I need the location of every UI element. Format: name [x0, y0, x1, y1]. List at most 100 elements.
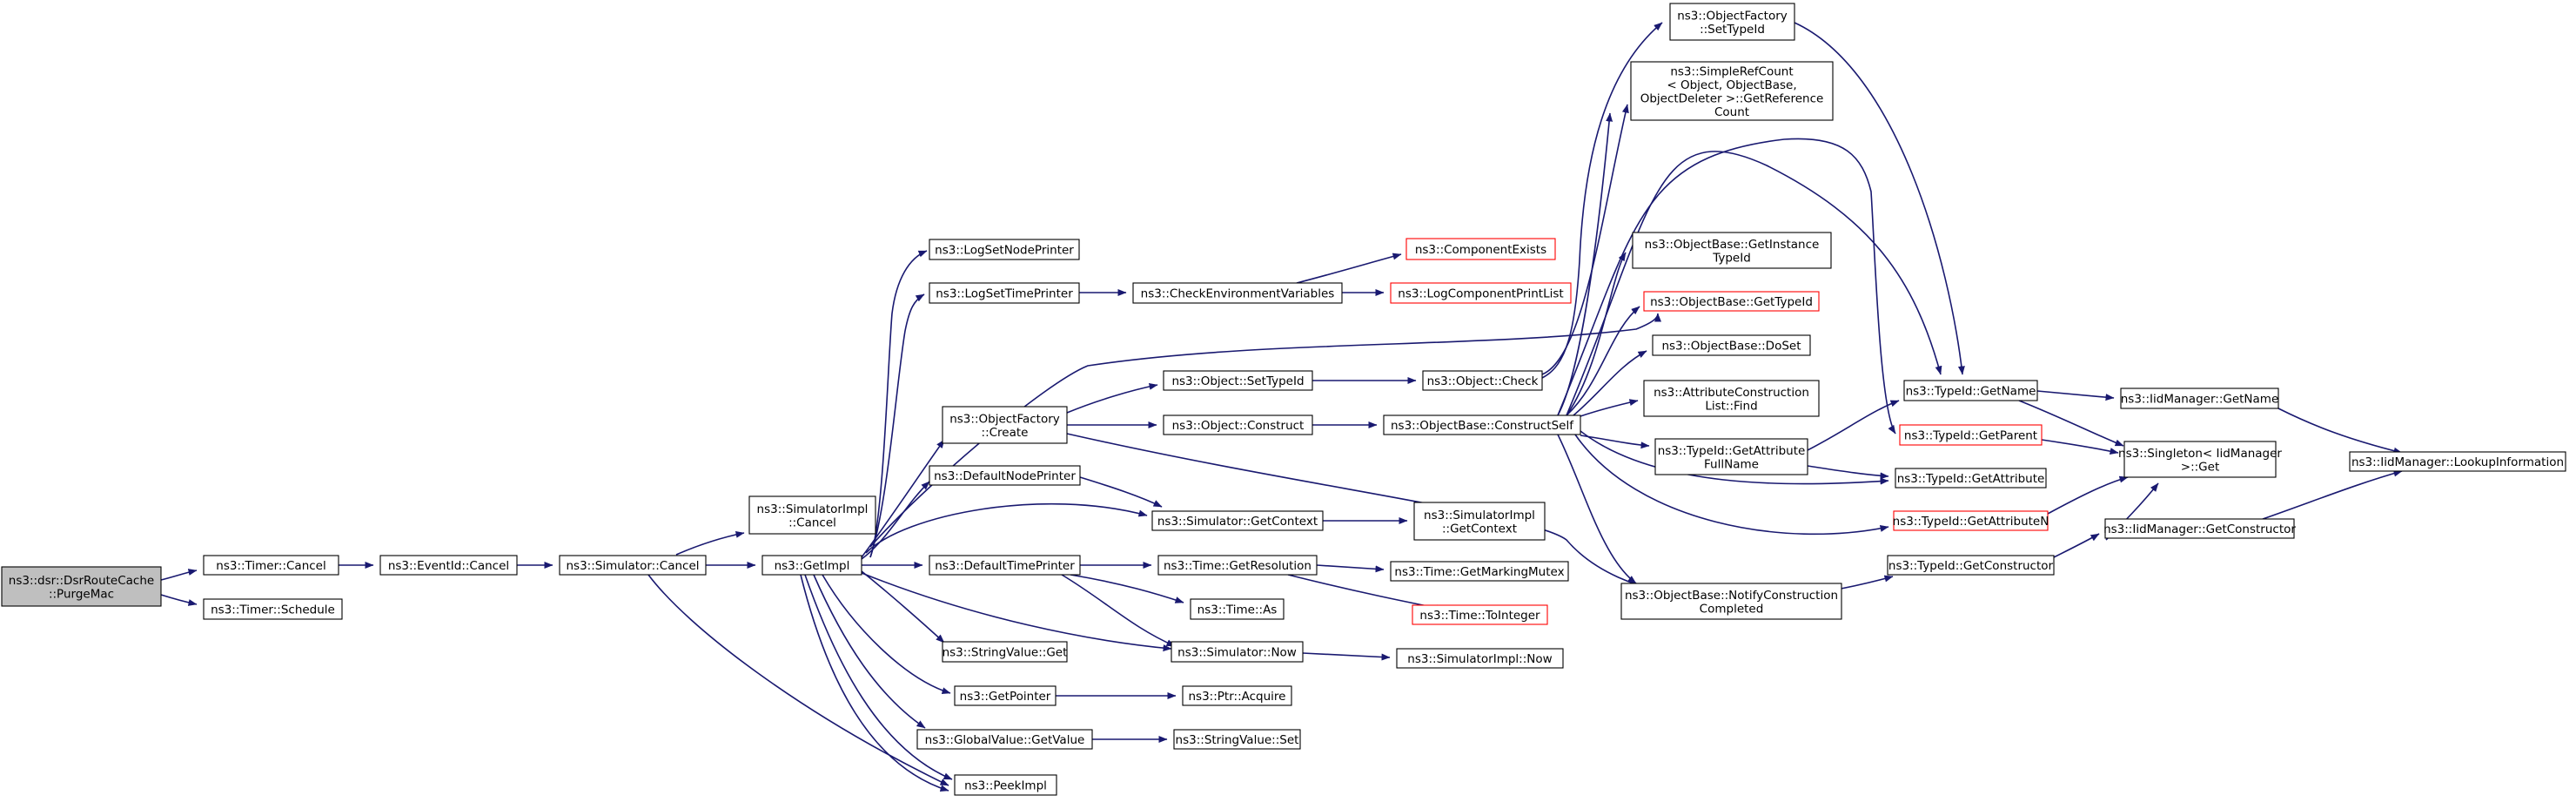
edge-checkenv-to-compexists	[1296, 253, 1402, 284]
node-label: ns3::Time::As	[1197, 603, 1278, 617]
node-box	[1620, 583, 1842, 620]
node-label: ns3::IidManager::GetConstructor	[2103, 522, 2296, 536]
edge-sim_now-to-getimpl	[861, 572, 1172, 652]
node-simimpl_getcontext[interactable]: ns3::SimulatorImpl::GetContext	[1413, 502, 1546, 541]
node-label: ns3::dsr::DsrRouteCache	[9, 574, 154, 588]
node-getimpl[interactable]: ns3::GetImpl	[761, 555, 862, 576]
edge-ob_constructself-to-ob_gettypeid	[1566, 306, 1640, 416]
node-ob_notify[interactable]: ns3::ObjectBase::NotifyConstructionCompl…	[1620, 583, 1842, 620]
node-tid_getattribute[interactable]: ns3::TypeId::GetAttribute	[1895, 468, 2047, 489]
node-getpointer[interactable]: ns3::GetPointer	[954, 685, 1057, 706]
node-label: ns3::GlobalValue::GetValue	[925, 733, 1085, 747]
node-label: < Object, ObjectBase,	[1667, 78, 1796, 92]
node-tid_getconstructor[interactable]: ns3::TypeId::GetConstructor	[1887, 555, 2055, 576]
node-box	[1632, 232, 1832, 269]
node-timer_cancel[interactable]: ns3::Timer::Cancel	[203, 555, 339, 576]
edge-getimpl-to-ob_gettypeid	[869, 313, 1661, 548]
edge-tid_getparent-to-singleton_get	[2041, 439, 2119, 455]
node-ptr_acquire[interactable]: ns3::Ptr::Acquire	[1182, 685, 1292, 706]
node-compexists[interactable]: ns3::ComponentExists	[1405, 238, 1556, 260]
node-eventid_cancel[interactable]: ns3::EventId::Cancel	[379, 555, 518, 576]
node-box	[1654, 438, 1808, 475]
node-label: ns3::DefaultTimePrinter	[935, 559, 1075, 573]
node-of_settypeid[interactable]: ns3::ObjectFactory::SetTypeId	[1669, 3, 1795, 41]
node-sv_set[interactable]: ns3::StringValue::Set	[1173, 729, 1301, 750]
node-label: ObjectDeleter >::GetReference	[1640, 91, 1824, 105]
node-box	[1163, 370, 1313, 391]
node-ob_constructself[interactable]: ns3::ObjectBase::ConstructSelf	[1383, 414, 1581, 435]
node-label: ns3::IidManager::LookupInformation	[2351, 455, 2564, 469]
edge-tid_getname-to-singleton_get	[2018, 400, 2124, 447]
node-srefcount[interactable]: ns3::SimpleRefCount< Object, ObjectBase,…	[1630, 61, 1834, 121]
node-peekimpl[interactable]: ns3::PeekImpl	[954, 774, 1057, 796]
edge-getimpl-to-sim_getcontext	[865, 502, 1148, 554]
node-of_create[interactable]: ns3::ObjectFactory::Create	[942, 406, 1068, 444]
node-label: ns3::ObjectFactory	[949, 412, 1060, 426]
node-ob_gettypeid[interactable]: ns3::ObjectBase::GetTypeId	[1643, 291, 1820, 312]
node-iid_getconstructor[interactable]: ns3::IidManager::GetConstructor	[2103, 518, 2296, 539]
node-purge[interactable]: ns3::dsr::DsrRouteCache::PurgeMac	[1, 566, 162, 607]
edge-getimpl-to-peekimpl	[800, 574, 949, 792]
node-box	[954, 685, 1057, 706]
node-checkenv[interactable]: ns3::CheckEnvironmentVariables	[1132, 282, 1343, 304]
node-obj_construct[interactable]: ns3::Object::Construct	[1163, 414, 1313, 435]
node-box	[916, 729, 1093, 750]
node-lognode[interactable]: ns3::LogSetNodePrinter	[929, 239, 1080, 260]
node-sim_now[interactable]: ns3::Simulator::Now	[1171, 641, 1304, 663]
node-label: ns3::Singleton< IidManager	[2118, 447, 2282, 461]
node-time_as[interactable]: ns3::Time::As	[1190, 598, 1285, 620]
node-box	[1163, 414, 1313, 435]
node-label: ns3::Time::ToInteger	[1419, 609, 1540, 623]
node-label: List::Find	[1705, 399, 1757, 413]
node-obj_check[interactable]: ns3::Object::Check	[1422, 370, 1543, 391]
node-obj_settypeid[interactable]: ns3::Object::SetTypeId	[1163, 370, 1313, 391]
function-nodes: ns3::dsr::DsrRouteCache::PurgeMacns3::Ti…	[1, 3, 2566, 796]
node-defnode[interactable]: ns3::DefaultNodePrinter	[929, 465, 1081, 486]
node-tid_getname[interactable]: ns3::TypeId::GetName	[1903, 380, 2038, 401]
edge-of_create-to-obj_settypeid	[1066, 382, 1158, 414]
node-timer_schedule[interactable]: ns3::Timer::Schedule	[203, 598, 343, 620]
node-label: ns3::ObjectFactory	[1677, 9, 1788, 23]
node-label: ns3::Object::Check	[1427, 374, 1539, 388]
node-iid_getname[interactable]: ns3::IidManager::GetName	[2120, 388, 2279, 409]
node-box	[1669, 3, 1795, 41]
node-box	[929, 555, 1081, 576]
node-tid_getattrn[interactable]: ns3::TypeId::GetAttributeN	[1893, 510, 2049, 531]
edge-getimpl-to-defnode	[861, 481, 930, 560]
node-label: ns3::SimulatorImpl	[1424, 509, 1535, 522]
node-tid_getparent[interactable]: ns3::TypeId::GetParent	[1899, 424, 2043, 446]
node-box	[1157, 555, 1318, 576]
node-sv_get[interactable]: ns3::StringValue::Get	[942, 641, 1068, 663]
node-gv_getvalue[interactable]: ns3::GlobalValue::GetValue	[916, 729, 1093, 750]
edge-ob_constructself-to-ob_doset	[1573, 350, 1647, 416]
node-singleton_get[interactable]: ns3::Singleton< IidManager >::Get	[2118, 441, 2282, 478]
node-box	[1413, 502, 1546, 541]
node-sim_cancel[interactable]: ns3::Simulator::Cancel	[559, 555, 707, 576]
node-ob_doset[interactable]: ns3::ObjectBase::DoSet	[1652, 334, 1811, 356]
node-logcompprint[interactable]: ns3::LogComponentPrintList	[1390, 282, 1572, 304]
node-time_getres[interactable]: ns3::Time::GetResolution	[1157, 555, 1318, 576]
node-simimpl_cancel[interactable]: ns3::SimulatorImpl::Cancel	[748, 495, 876, 535]
node-label: ns3::Simulator::Cancel	[566, 559, 699, 573]
edge-getimpl-to-lognode	[869, 250, 928, 558]
node-time_getmarking[interactable]: ns3::Time::GetMarkingMutex	[1390, 561, 1569, 582]
node-label: ns3::PeekImpl	[964, 779, 1047, 793]
node-sim_getcontext[interactable]: ns3::Simulator::GetContext	[1151, 510, 1324, 531]
node-label: ns3::Timer::Schedule	[211, 603, 335, 617]
node-label: ::Create	[982, 426, 1029, 440]
node-logtime[interactable]: ns3::LogSetTimePrinter	[929, 282, 1080, 304]
edge-iid_getconstructor-to-iid_lookup	[2262, 469, 2403, 520]
node-box	[1390, 282, 1572, 304]
node-box	[929, 239, 1080, 260]
node-deftime[interactable]: ns3::DefaultTimePrinter	[929, 555, 1081, 576]
node-iid_lookup[interactable]: ns3::IidManager::LookupInformation	[2349, 451, 2566, 472]
edge-ob_constructself-to-tid_getattrn	[1574, 434, 1889, 536]
node-box	[748, 495, 876, 535]
node-label: ns3::DefaultNodePrinter	[934, 469, 1076, 483]
node-time_tointeger[interactable]: ns3::Time::ToInteger	[1412, 604, 1548, 625]
node-label: ns3::Timer::Cancel	[216, 559, 325, 573]
node-simimpl_now[interactable]: ns3::SimulatorImpl::Now	[1396, 648, 1564, 669]
